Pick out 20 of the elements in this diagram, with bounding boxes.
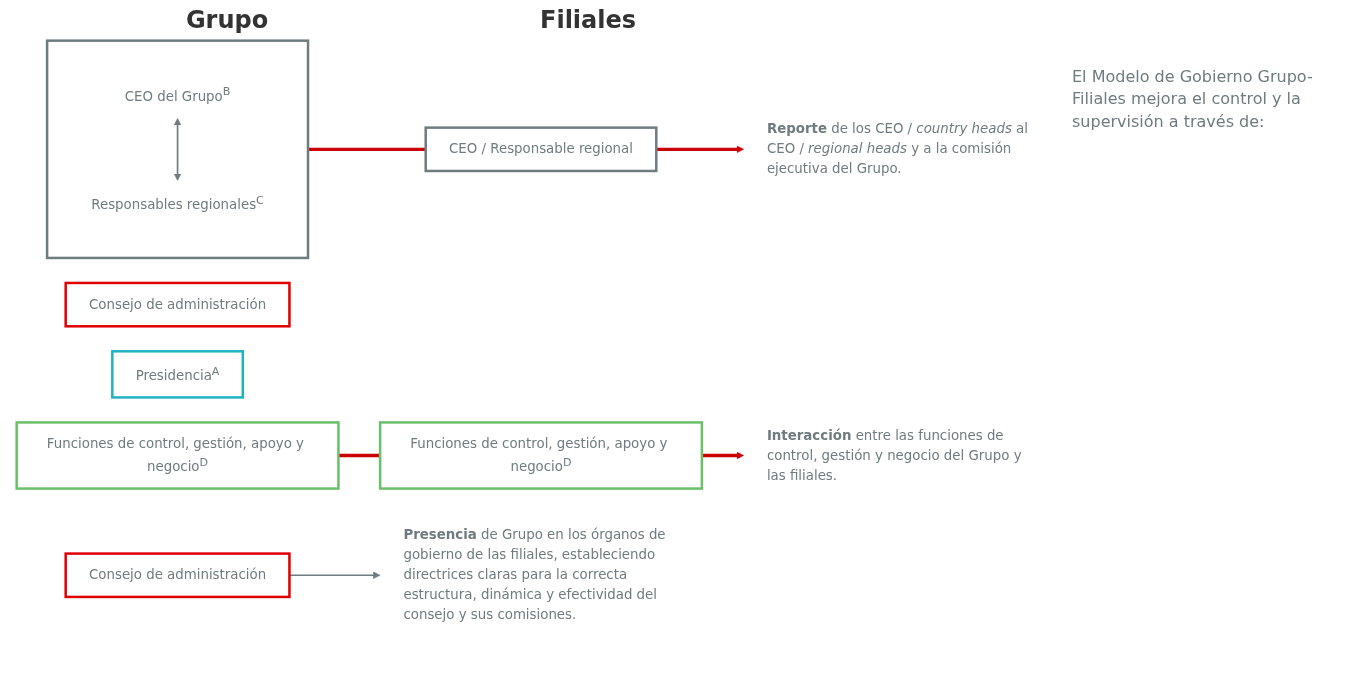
node-box: Consejo de administración (64, 552, 291, 599)
node-box: Funciones de control, gestión, apoyo y negocio$^{D}$ (15, 421, 340, 490)
node-box: Funciones de control, gestión, apoyo y negocio$^{D}$ (378, 421, 704, 490)
intro-note: El Modelo de Gobierno Grupo-Filiales mejora el control y la supervisión a través de: (1072, 66, 1314, 133)
cluster (45, 39, 310, 260)
node-text: Interacción entre las funciones de control, gestión y negocio del Grupo y las filiales. (766, 427, 1022, 484)
node-text: Presencia de Grupo en los órganos de gobierno de las filiales, estableciendo directrices claras para la correcta estructura, dinámica y efectividad del consejo y sus comisiones. (403, 526, 666, 623)
node-box: Consejo de administración (64, 281, 291, 328)
node-text: Reporte de los CEO / country heads al CEO / regional heads y a la comisión ejecutiva del Grupo. (766, 120, 1028, 177)
arrow (701, 451, 744, 460)
node-text: CEO del Grupo$^{B}$ (124, 85, 231, 104)
node-box: CEO / Responsable regional (424, 126, 658, 173)
column-heading: Filiales (540, 6, 637, 34)
arrow (173, 118, 182, 181)
connector (308, 147, 426, 151)
connector (338, 453, 381, 458)
node-text: Responsables regionales$^{C}$ (91, 193, 264, 213)
column-heading: Grupo (185, 6, 269, 34)
node-box: Presidencia$^{A}$ (111, 350, 245, 399)
arrow (656, 145, 744, 153)
